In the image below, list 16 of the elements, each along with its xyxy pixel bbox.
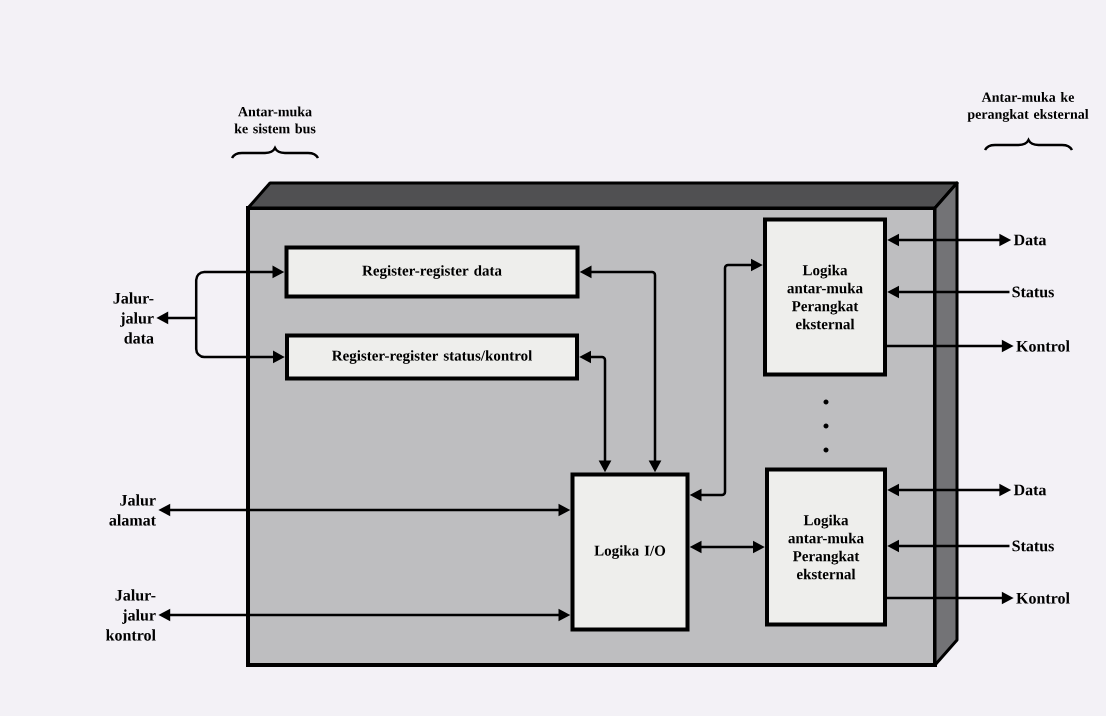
signal-label: Data (1013, 234, 1047, 246)
interface-label: Antar-muka ke perangkat eksternal (967, 92, 1089, 122)
register-box: Register-register data (284, 245, 580, 299)
logic-block: Logika I/O (570, 472, 690, 632)
signal-label: Jalur alamat (109, 494, 156, 526)
signal-label: Data (1013, 484, 1047, 496)
signal-label: Kontrol (1016, 592, 1070, 604)
signal-label: Jalur-jalur kontrol (106, 589, 156, 641)
signal-label: Jalur-jalur data (113, 292, 154, 344)
interface-label: Antar-muka ke sistem bus (234, 106, 316, 134)
register-box: Register-register status/kontrol (285, 333, 579, 381)
signal-label: Kontrol (1016, 340, 1070, 352)
logic-block: Logika antar-muka Perangkat eksternal (763, 217, 887, 377)
logic-block: Logika antar-muka Perangkat eksternal (765, 467, 887, 627)
signal-label: Status (1012, 286, 1054, 298)
signal-label: Status (1012, 540, 1054, 552)
